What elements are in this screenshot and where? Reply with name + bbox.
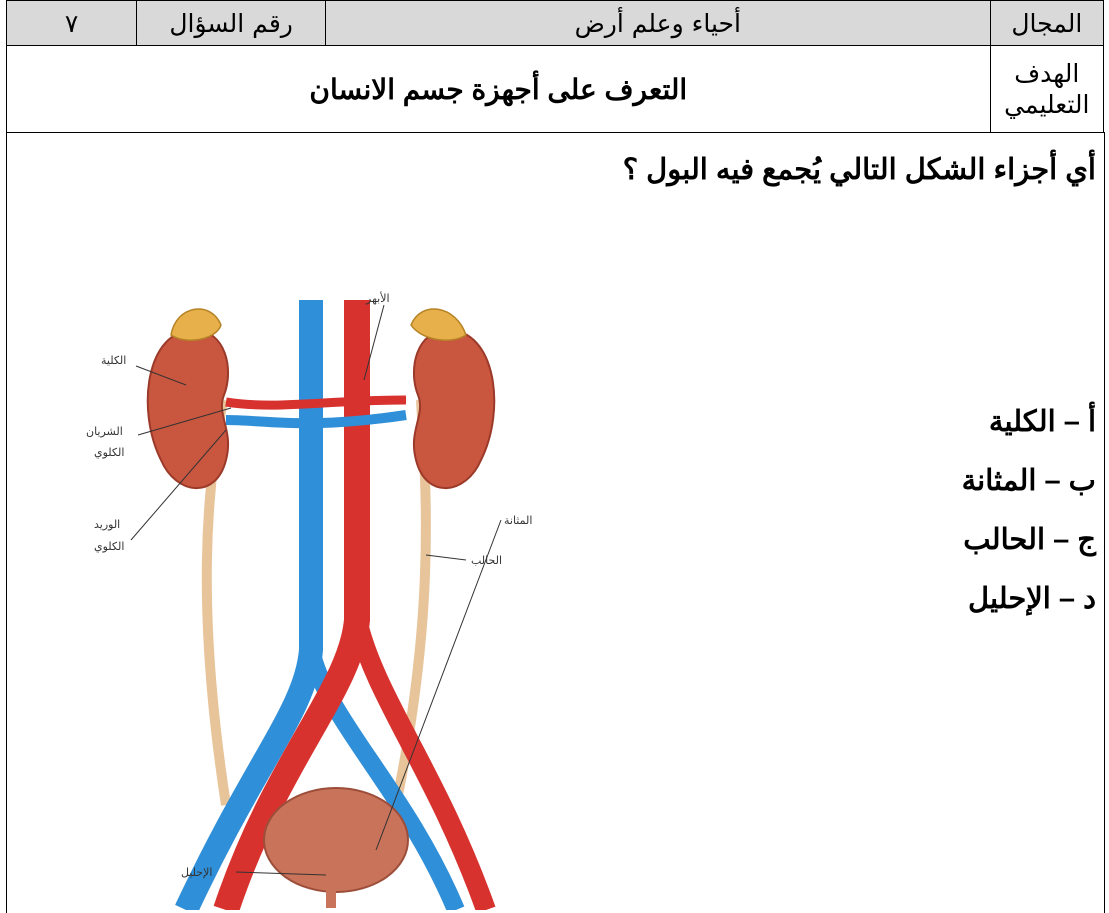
objective-value: التعرف على أجهزة جسم الانسان	[7, 46, 991, 133]
label-ureter: الحالب	[471, 554, 502, 567]
answer-options: أ – الكلية ب – المثانة ج – الحالب د – ال…	[962, 393, 1096, 629]
question-number-value: ٧	[7, 1, 137, 46]
question-text: أي أجزاء الشكل التالي يُجمع فيه البول ؟	[623, 152, 1096, 187]
label-renal-artery-line2: الكلوي	[94, 446, 124, 459]
ureter-leader	[426, 555, 466, 560]
right-kidney	[414, 330, 494, 488]
label-urethra: الإحليل	[181, 866, 212, 879]
worksheet: المجال أحياء وعلم أرض رقم السؤال ٧ الهدف…	[6, 0, 1104, 913]
domain-label: المجال	[990, 1, 1103, 46]
bladder	[264, 788, 408, 892]
option-b[interactable]: ب – المثانة	[962, 452, 1096, 511]
header-table: المجال أحياء وعلم أرض رقم السؤال ٧ الهدف…	[6, 0, 1104, 133]
left-kidney	[148, 330, 228, 488]
objective-label: الهدف التعليمي	[990, 46, 1103, 133]
renal-arteries	[226, 400, 406, 405]
objective-label-line1: الهدف	[991, 58, 1103, 89]
header-row-domain: المجال أحياء وعلم أرض رقم السؤال ٧	[7, 1, 1104, 46]
label-renal-vein-line1: الوريد	[94, 518, 120, 531]
option-a[interactable]: أ – الكلية	[962, 393, 1096, 452]
label-renal-vein-line2: الكلوي	[94, 540, 124, 553]
option-d[interactable]: د – الإحليل	[962, 570, 1096, 629]
domain-value: أحياء وعلم أرض	[325, 1, 990, 46]
label-bladder: المثانة	[504, 514, 532, 527]
header-row-objective: الهدف التعليمي التعرف على أجهزة جسم الان…	[7, 46, 1104, 133]
label-kidney: الكلية	[101, 354, 126, 367]
label-renal-artery-line1: الشريان	[86, 425, 123, 438]
question-number-label: رقم السؤال	[137, 1, 326, 46]
option-c[interactable]: ج – الحالب	[962, 511, 1096, 570]
right-adrenal-gland	[411, 309, 466, 340]
label-aorta: الأبهر	[365, 291, 390, 305]
urinary-system-figure: الكلية الشريان الكلوي الوريد الكلوي الأب…	[76, 290, 576, 910]
objective-label-line2: التعليمي	[991, 89, 1103, 120]
